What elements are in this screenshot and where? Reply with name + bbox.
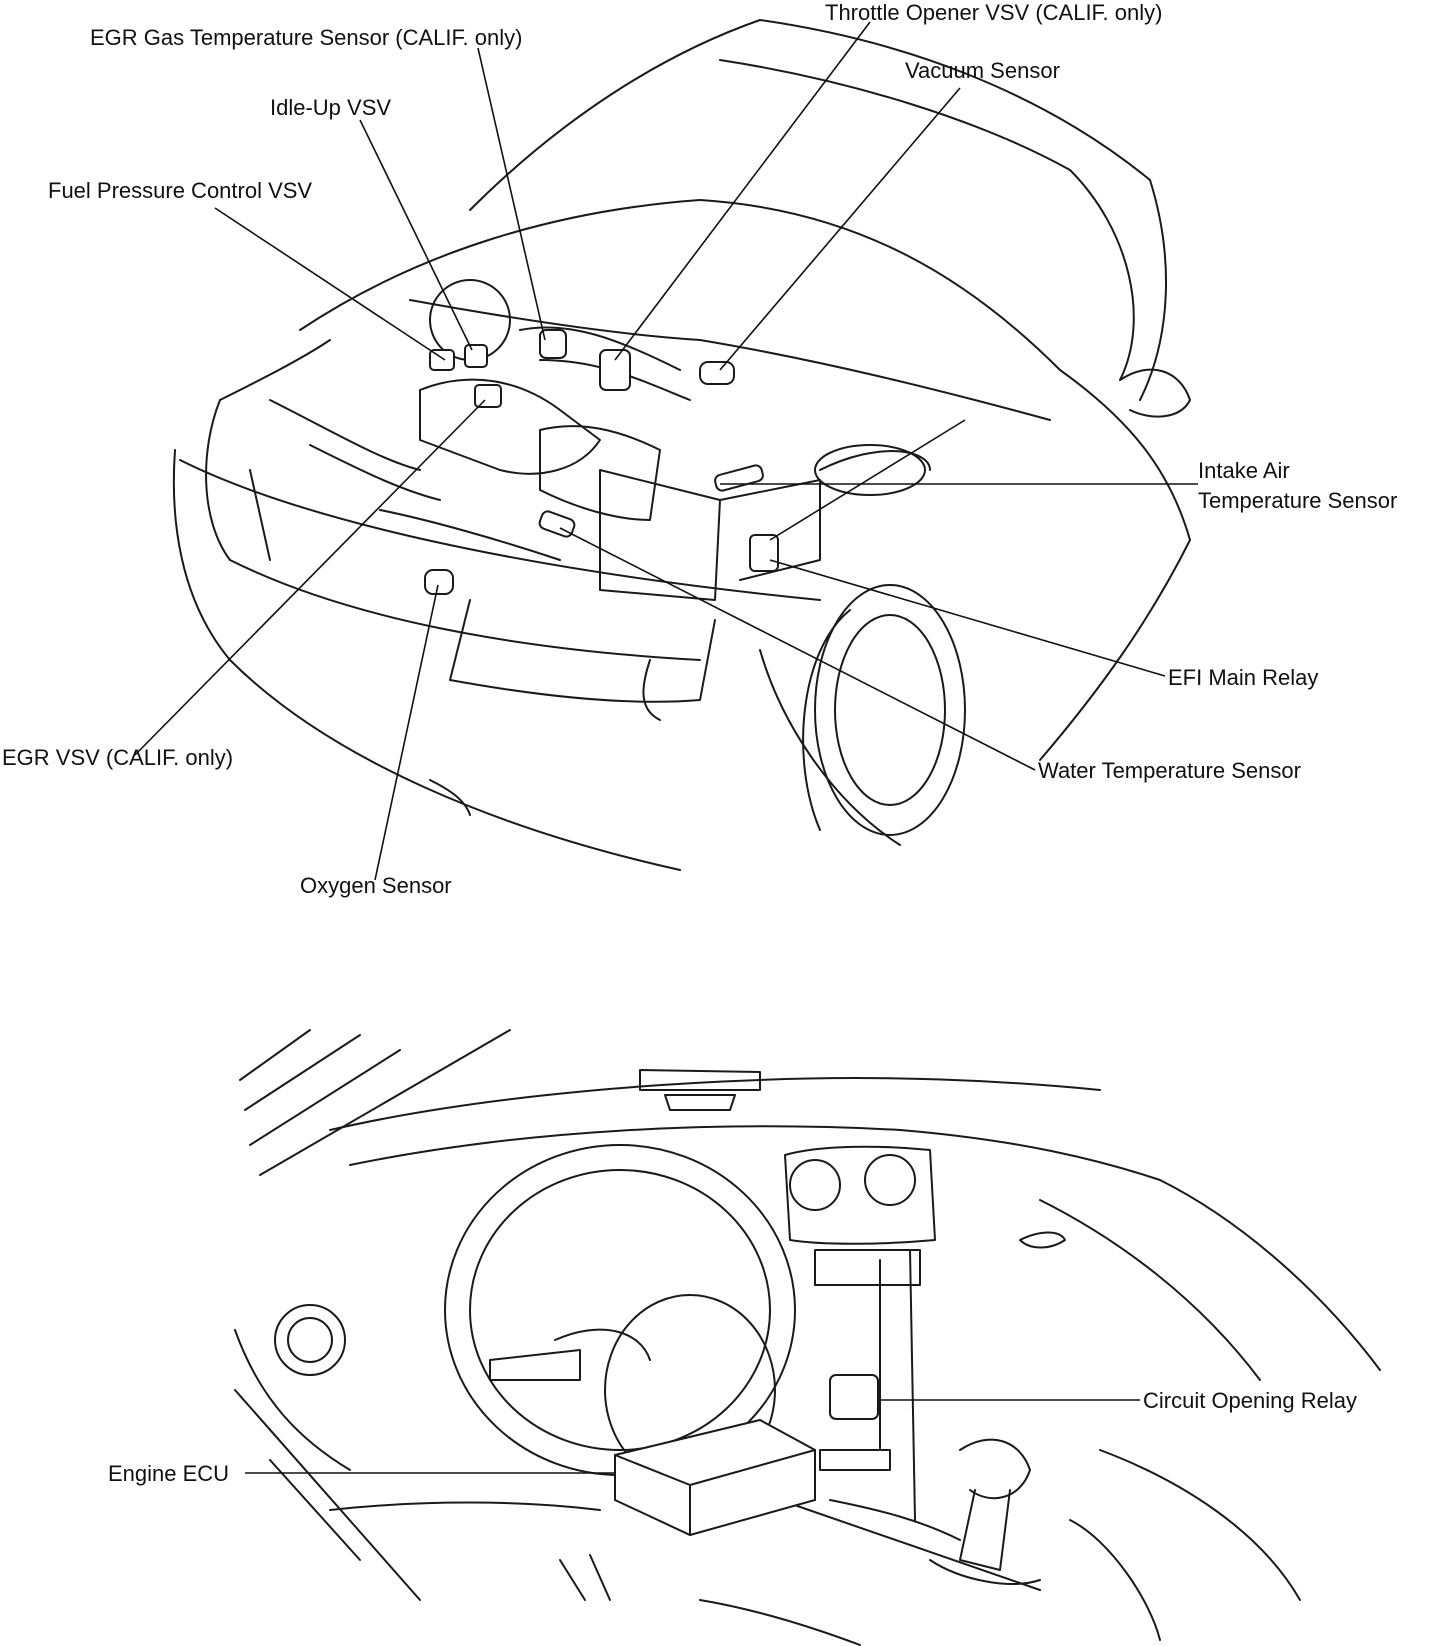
engine-compartment-illustration [172,19,1191,871]
label-throttle-opener-vsv: Throttle Opener VSV (CALIF. only) [825,0,1162,25]
idle-up-vsv-part [464,344,488,368]
label-intake-air-temperature-sensor-line1: Intake Air [1198,458,1290,483]
label-vacuum-sensor: Vacuum Sensor [905,58,1060,83]
vacuum-sensor-part [699,361,735,385]
label-intake-air-temperature-sensor-line2: Temperature Sensor [1198,488,1397,513]
label-egr-vsv: EGR VSV (CALIF. only) [2,745,233,770]
oxygen-sensor-part [424,569,454,595]
cockpit-components [614,1374,879,1537]
label-fuel-pressure-control-vsv: Fuel Pressure Control VSV [48,178,312,203]
label-egr-gas-temperature-sensor: EGR Gas Temperature Sensor (CALIF. only) [90,25,522,50]
engine-leader-lines [134,21,1198,881]
label-water-temperature-sensor: Water Temperature Sensor [1038,758,1301,783]
efi-main-relay-part [749,534,779,572]
throttle-opener-vsv-part [599,349,631,391]
intake-air-temp-sensor-part [714,464,764,492]
label-engine-ecu: Engine ECU [108,1461,229,1486]
egr-gas-temp-sensor-part [539,329,567,359]
label-efi-main-relay: EFI Main Relay [1168,665,1318,690]
egr-vsv-part [474,384,502,408]
cockpit-illustration [234,1029,1381,1646]
cockpit-leader-lines [245,1399,1140,1474]
label-idle-up-vsv: Idle-Up VSV [270,95,391,120]
label-circuit-opening-relay: Circuit Opening Relay [1143,1388,1357,1413]
engine-labels: Throttle Opener VSV (CALIF. only) EGR Ga… [2,0,1397,898]
label-oxygen-sensor: Oxygen Sensor [300,873,452,898]
cockpit-labels: Circuit Opening Relay Engine ECU [108,1388,1357,1486]
circuit-opening-relay-part [829,1374,879,1420]
